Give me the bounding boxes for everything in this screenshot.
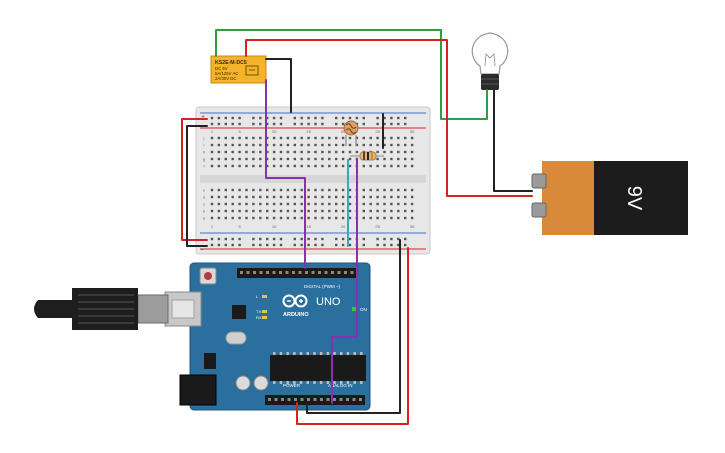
arduino-logo-icon <box>282 294 308 308</box>
digital-header <box>237 268 357 278</box>
rail-plus-label: + <box>201 114 205 121</box>
analog-label: ANALOG IN <box>328 383 353 388</box>
digital-label: DIGITAL (PWM ~) <box>304 284 341 289</box>
rail-minus-label: - <box>201 247 204 254</box>
battery-terminal-plus <box>531 173 547 189</box>
row-letter: h <box>203 150 205 155</box>
row-letter: i <box>204 143 205 148</box>
row-letter: g <box>203 157 205 162</box>
atmega-chip <box>270 355 366 381</box>
capacitor-2 <box>253 375 269 391</box>
on-led <box>352 307 357 311</box>
row-letter: a <box>203 216 206 221</box>
column-number: 5 <box>238 224 241 229</box>
relay-body <box>210 55 267 84</box>
column-number: 10 <box>272 224 277 229</box>
column-number: 15 <box>306 129 311 134</box>
column-number: 25 <box>375 224 380 229</box>
center-channel <box>200 175 426 183</box>
header-pins <box>240 271 362 401</box>
power-label: POWER <box>283 383 301 388</box>
row-letter: b <box>203 209 206 214</box>
battery-orange-band <box>542 161 594 235</box>
photoresistor[interactable] <box>343 120 359 146</box>
crystal <box>225 331 247 345</box>
arduino-uno[interactable]: ARDUINO UNO DIGITAL (PWM ~) ANALOG IN PO… <box>164 262 371 411</box>
column-number: 30 <box>410 224 415 229</box>
relay-spec-3: 2A/30V DC <box>215 76 237 81</box>
row-letter: e <box>203 188 206 193</box>
column-number: 25 <box>375 129 380 134</box>
rx-label: RX <box>256 315 262 320</box>
bulb-base <box>481 74 499 90</box>
light-bulb[interactable] <box>471 32 509 90</box>
relay-model: KS2E-M-DC5 <box>215 60 247 66</box>
l-label: L <box>256 294 259 299</box>
wire-black-gnd[interactable] <box>306 239 401 414</box>
relay-spec-1: DC 5V <box>215 66 228 71</box>
wire-red-5v[interactable] <box>296 247 409 425</box>
bulb-filament-icon <box>484 53 496 67</box>
wire-purple-sensor-a0[interactable] <box>331 158 358 404</box>
row-letter: f <box>203 164 205 169</box>
relay-spec-2: 5A/125V AC <box>215 71 238 76</box>
wire-green-relay-bulb[interactable] <box>215 29 488 120</box>
reset-button-cap <box>204 272 212 280</box>
column-number: 15 <box>306 224 311 229</box>
row-letter: c <box>203 202 205 207</box>
wire-black-bulb-battery[interactable] <box>493 89 533 192</box>
on-label: ON <box>360 307 367 312</box>
battery-terminal-minus <box>531 202 547 218</box>
wires <box>181 29 533 425</box>
photoresistor-body <box>343 120 359 136</box>
usb-chip <box>232 305 246 319</box>
arduino-model: UNO <box>316 296 341 308</box>
column-number: 20 <box>341 224 346 229</box>
atmega-chip-pins <box>273 352 363 384</box>
column-number: 20 <box>341 129 346 134</box>
wire-red-left-rail[interactable] <box>181 118 208 241</box>
column-number: 1 <box>211 224 214 229</box>
row-letter: j <box>203 136 205 141</box>
relay[interactable]: KS2E-M-DC5 DC 5V 5A/125V AC 2A/30V DC <box>210 55 267 84</box>
column-number: 5 <box>238 129 241 134</box>
bulb-glass-icon <box>471 32 509 75</box>
column-number: 30 <box>410 129 415 134</box>
column-number: 10 <box>272 129 277 134</box>
battery-9v[interactable]: 9V <box>531 161 688 235</box>
bottom-rail-holes <box>210 237 407 247</box>
battery-label: 9V <box>623 186 645 211</box>
voltage-regulator <box>204 353 216 369</box>
wire-purple-relay-pin[interactable] <box>265 79 306 269</box>
top-rail-holes <box>210 116 407 126</box>
wire-black-left-rail[interactable] <box>186 125 208 247</box>
relay-coil-icon <box>245 65 259 76</box>
wire-red-relay-battery[interactable] <box>245 39 533 197</box>
resistor[interactable] <box>350 151 384 161</box>
tx-label: TX <box>256 309 261 314</box>
column-number: 1 <box>211 129 214 134</box>
power-jack <box>179 374 217 406</box>
main-holes <box>210 136 414 220</box>
arduino-logo-text: ARDUINO <box>283 312 309 318</box>
wire-black-relay-rail[interactable] <box>265 58 292 113</box>
row-letter: d <box>203 195 205 200</box>
capacitor-1 <box>235 375 251 391</box>
usb-cable-icon <box>34 288 169 330</box>
